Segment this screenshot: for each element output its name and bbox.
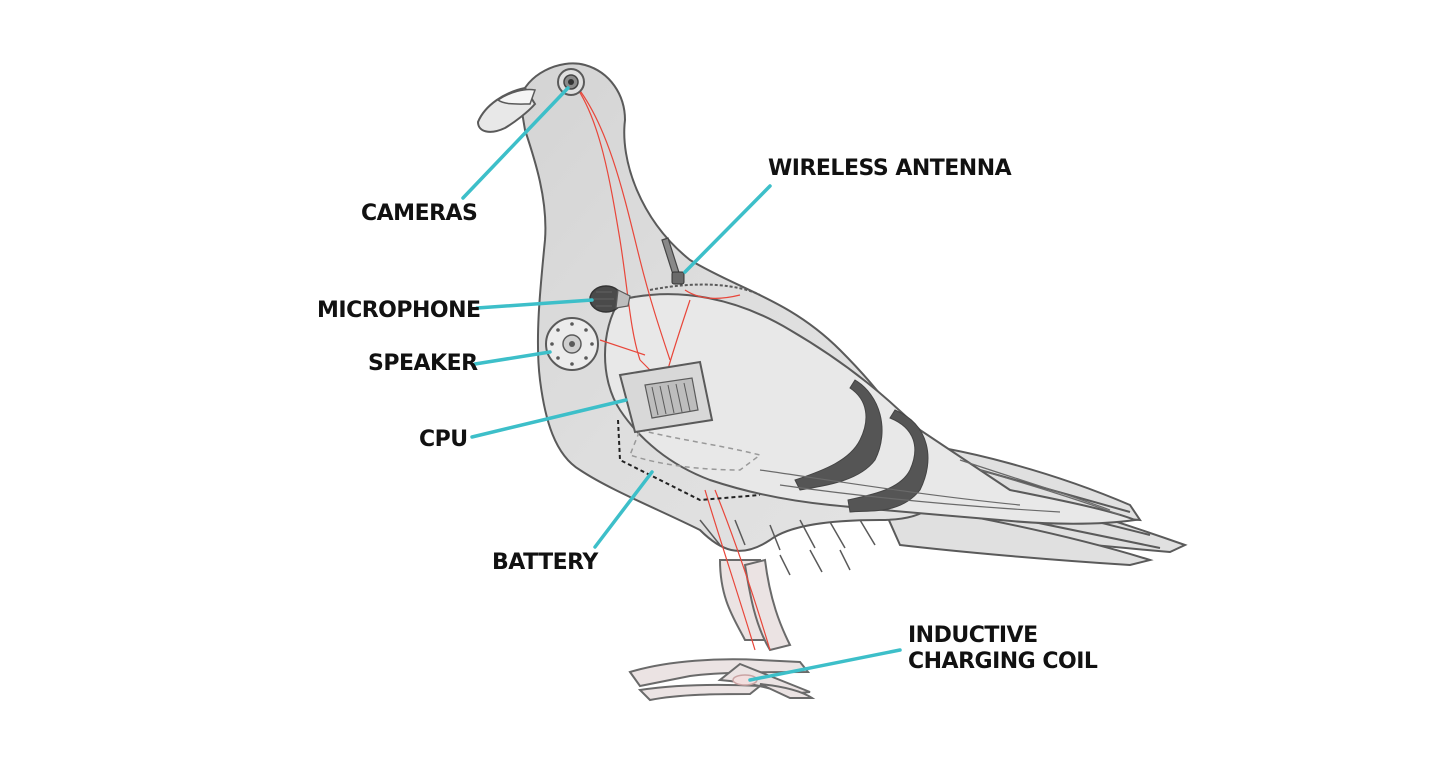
beak-cere [496, 88, 536, 105]
camera-component [557, 68, 585, 96]
battery-component [617, 419, 761, 502]
label-battery: BATTERY [492, 550, 598, 575]
wing-bars [794, 379, 929, 513]
leader-line-speaker [473, 350, 552, 366]
label-speaker: SPEAKER [368, 351, 478, 376]
label-cameras: CAMERAS [361, 201, 478, 226]
wireless-antenna-component [661, 237, 685, 285]
leader-line-cpu [470, 398, 628, 439]
pigeon-legs [628, 558, 816, 702]
label-wireless-antenna: WIRELESS ANTENNA [768, 156, 1012, 181]
label-coil-line1: INDUCTIVE [908, 623, 1038, 648]
label-microphone: MICROPHONE [317, 298, 481, 323]
speaker-component [545, 317, 599, 371]
cpu-chip [618, 360, 714, 434]
leader-line-microphone [475, 298, 594, 310]
label-cpu: CPU [419, 427, 468, 452]
pigeon-belly-feathers [699, 519, 876, 576]
leader-line-antenna [683, 184, 772, 274]
leader-lines [461, 86, 902, 682]
wing-feather-lines [759, 459, 1121, 516]
label-coil-line2: CHARGING COIL [908, 649, 1098, 674]
label-inductive-charging-coil: INDUCTIVE CHARGING COIL [908, 623, 1098, 675]
microphone-component [589, 285, 631, 313]
leader-line-coil [748, 648, 902, 682]
leader-line-battery [593, 470, 654, 549]
wing-edge [649, 283, 761, 296]
leader-line-cameras [461, 86, 570, 200]
battery-inner-outline [629, 429, 762, 471]
internal-wiring [574, 84, 771, 651]
